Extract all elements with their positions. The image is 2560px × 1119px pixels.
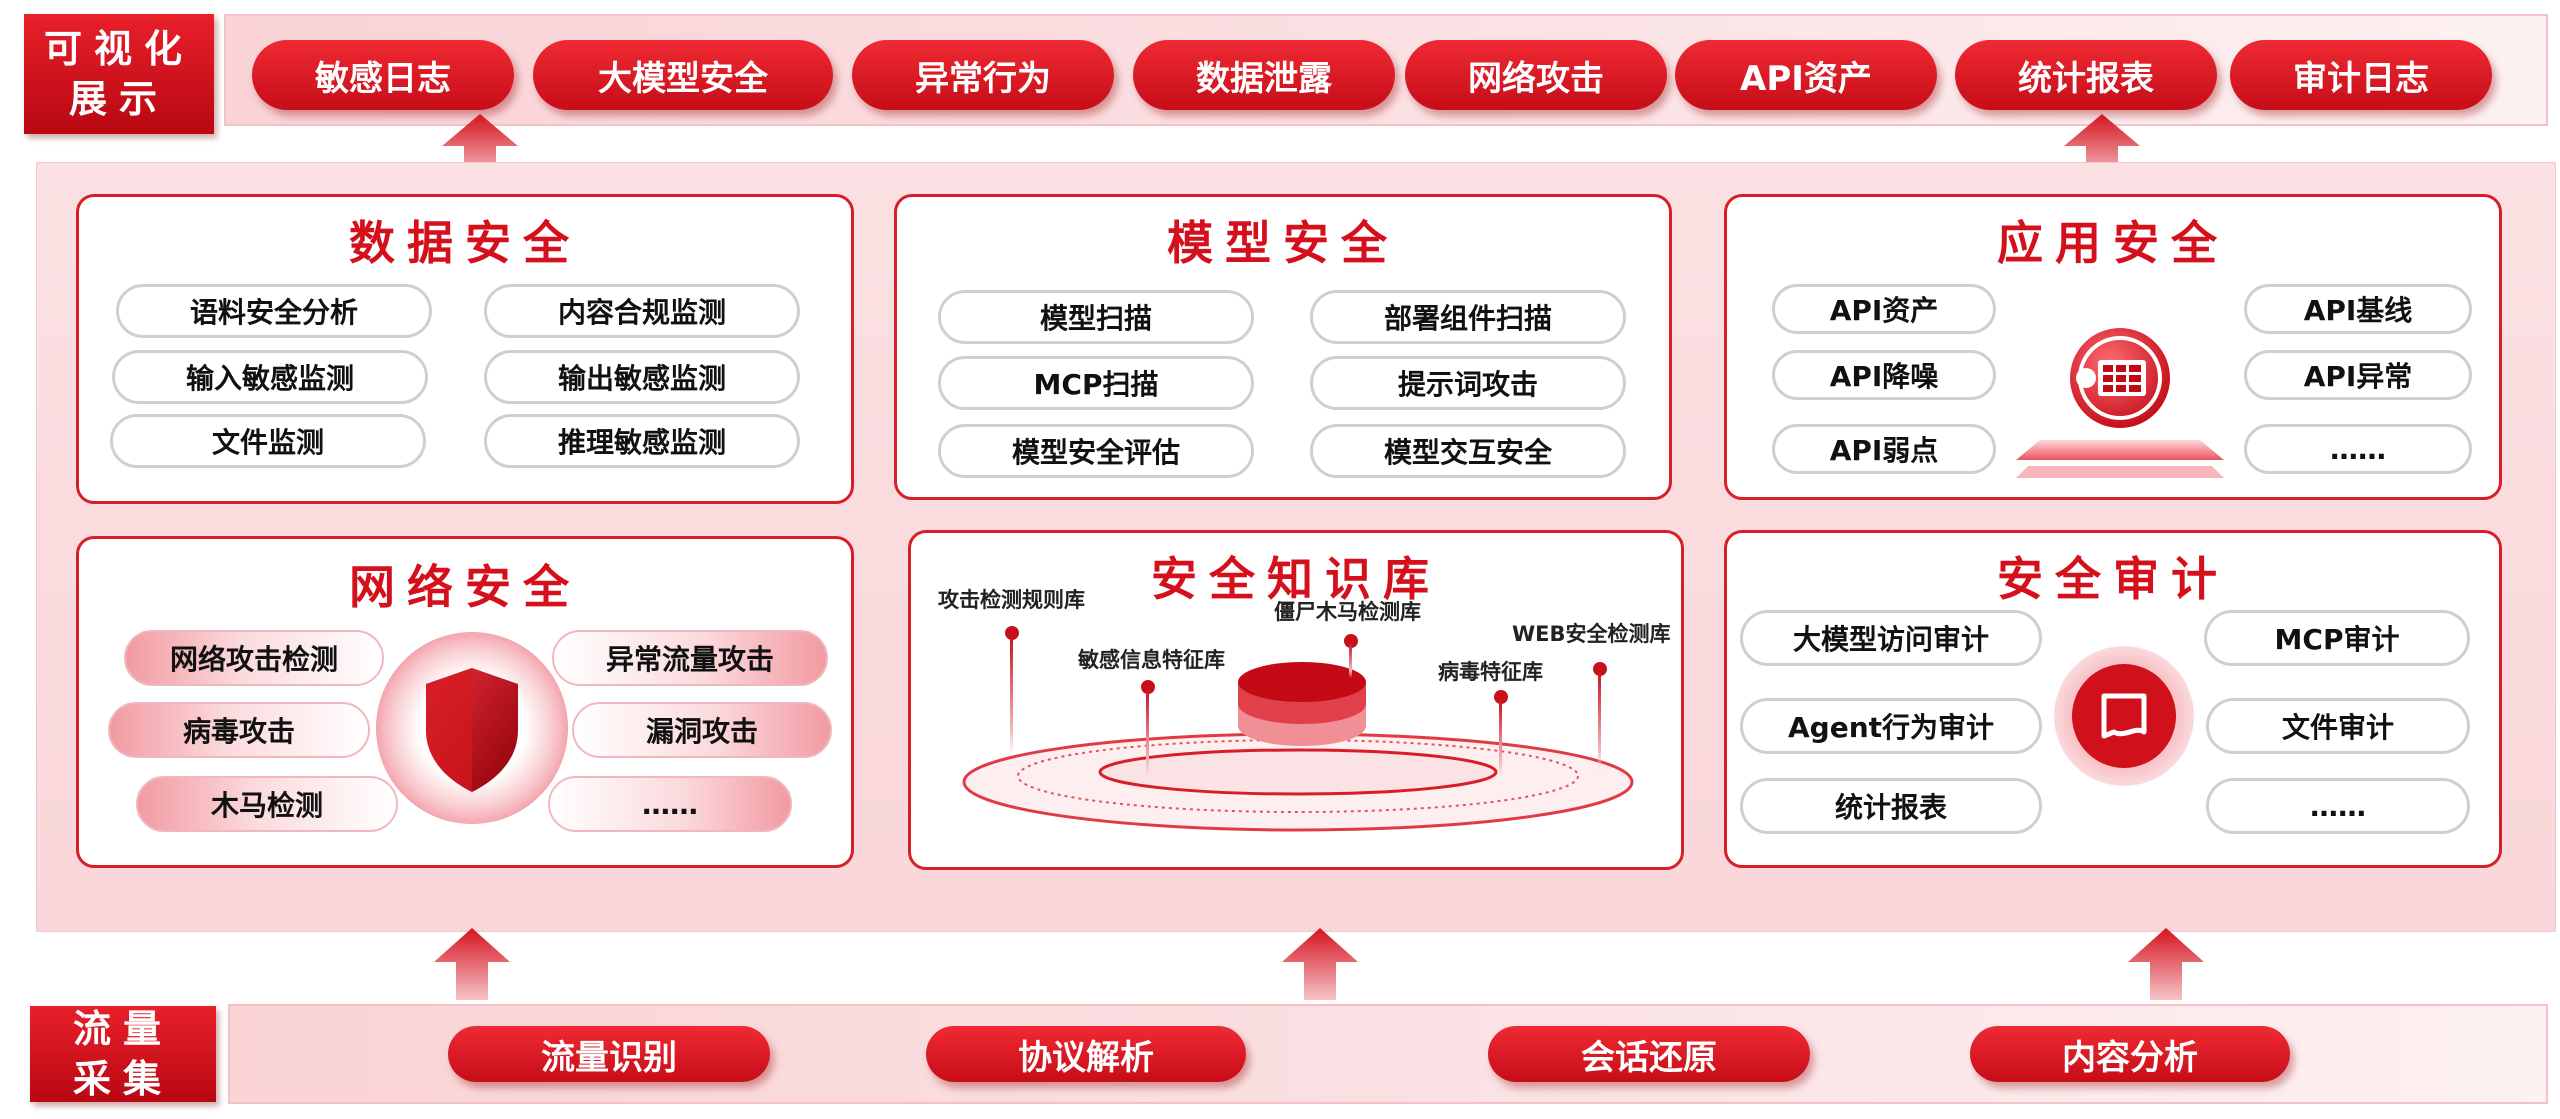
- api-server-icon: [2016, 328, 2224, 478]
- model-security-item[interactable]: MCP扫描: [938, 356, 1254, 410]
- up-arrow-icon: [2128, 928, 2204, 1000]
- app-security-item[interactable]: ……: [2244, 424, 2472, 474]
- audit-item[interactable]: 文件审计: [2206, 698, 2470, 754]
- visual-item-data-leak[interactable]: 数据泄露: [1133, 40, 1395, 110]
- audit-item[interactable]: MCP审计: [2204, 610, 2470, 666]
- kb-pin-line: [1010, 634, 1013, 754]
- audit-document-icon: [2054, 646, 2194, 786]
- collect-section-label: 流量 采集: [30, 1006, 216, 1102]
- app-security-item[interactable]: API基线: [2244, 284, 2472, 334]
- data-security-item[interactable]: 输入敏感监测: [112, 350, 428, 404]
- audit-item[interactable]: Agent行为审计: [1740, 698, 2042, 754]
- kb-lib-sensitive-info: 敏感信息特征库: [1078, 648, 1225, 672]
- collect-label-line2: 采集: [72, 1057, 173, 1101]
- visual-label-line2: 展示: [68, 77, 169, 121]
- kb-pin-dot: [1593, 662, 1607, 676]
- up-arrow-icon: [2064, 114, 2140, 180]
- collect-item-traffic-identify[interactable]: 流量识别: [448, 1026, 770, 1082]
- app-security-title: 应用安全: [1997, 216, 2229, 270]
- network-security-title: 网络安全: [349, 560, 581, 614]
- up-arrow-icon: [434, 928, 510, 1000]
- collect-label-line1: 流量: [72, 1007, 173, 1051]
- kb-pin-line: [1598, 670, 1601, 770]
- kb-pin-line: [1146, 688, 1149, 776]
- model-security-title: 模型安全: [1167, 216, 1399, 270]
- data-security-title: 数据安全: [349, 216, 581, 270]
- collect-item-protocol-parse[interactable]: 协议解析: [926, 1026, 1246, 1082]
- visual-section-label: 可视化 展示: [24, 14, 214, 134]
- data-security-item[interactable]: 语料安全分析: [116, 284, 432, 338]
- model-security-item[interactable]: 部署组件扫描: [1310, 290, 1626, 344]
- audit-item[interactable]: 大模型访问审计: [1740, 610, 2042, 666]
- app-security-item[interactable]: API降噪: [1772, 350, 1996, 400]
- visual-item-llm-security[interactable]: 大模型安全: [533, 40, 833, 110]
- visual-item-abnormal-behavior[interactable]: 异常行为: [852, 40, 1114, 110]
- kb-lib-zombie-trojan: 僵尸木马检测库: [1274, 600, 1421, 624]
- visual-label-line1: 可视化: [43, 27, 194, 71]
- data-security-item[interactable]: 输出敏感监测: [484, 350, 800, 404]
- kb-lib-web-security: WEB安全检测库: [1512, 622, 1671, 646]
- network-security-item[interactable]: 异常流量攻击: [552, 630, 828, 686]
- network-security-item[interactable]: 网络攻击检测: [124, 630, 384, 686]
- audit-title: 安全审计: [1997, 552, 2229, 606]
- model-security-item[interactable]: 提示词攻击: [1310, 356, 1626, 410]
- database-stack-icon: [1238, 662, 1366, 746]
- data-security-item[interactable]: 文件监测: [110, 414, 426, 468]
- visual-item-api-asset[interactable]: API资产: [1675, 40, 1937, 110]
- app-security-item[interactable]: API弱点: [1772, 424, 1996, 474]
- kb-pin-dot: [1005, 626, 1019, 640]
- kb-lib-virus: 病毒特征库: [1438, 660, 1543, 684]
- kb-pin-dot: [1141, 680, 1155, 694]
- audit-item[interactable]: 统计报表: [1740, 778, 2042, 834]
- visual-item-statistics[interactable]: 统计报表: [1955, 40, 2217, 110]
- kb-lib-attack-rules: 攻击检测规则库: [938, 588, 1085, 612]
- network-security-item[interactable]: 木马检测: [136, 776, 398, 832]
- kb-pin-line: [1499, 698, 1502, 776]
- shield-icon: [376, 632, 568, 824]
- network-security-item[interactable]: 病毒攻击: [108, 702, 370, 758]
- data-security-item[interactable]: 推理敏感监测: [484, 414, 800, 468]
- app-security-item[interactable]: API资产: [1772, 284, 1996, 334]
- model-security-item[interactable]: 模型安全评估: [938, 424, 1254, 478]
- visual-item-network-attack[interactable]: 网络攻击: [1405, 40, 1667, 110]
- kb-pin-line: [1349, 642, 1352, 678]
- app-security-item[interactable]: API异常: [2244, 350, 2472, 400]
- up-arrow-icon: [1282, 928, 1358, 1000]
- network-security-item[interactable]: 漏洞攻击: [572, 702, 832, 758]
- model-security-item[interactable]: 模型交互安全: [1310, 424, 1626, 478]
- visual-item-audit-log[interactable]: 审计日志: [2230, 40, 2492, 110]
- collect-item-content-analysis[interactable]: 内容分析: [1970, 1026, 2290, 1082]
- audit-item[interactable]: ……: [2206, 778, 2470, 834]
- data-security-item[interactable]: 内容合规监测: [484, 284, 800, 338]
- up-arrow-icon: [442, 114, 518, 180]
- knowledge-base-title: 安全知识库: [1151, 552, 1441, 606]
- kb-pin-dot: [1344, 634, 1358, 648]
- visual-item-sensitive-log[interactable]: 敏感日志: [252, 40, 514, 110]
- collect-item-session-restore[interactable]: 会话还原: [1488, 1026, 1810, 1082]
- kb-pin-dot: [1494, 690, 1508, 704]
- model-security-item[interactable]: 模型扫描: [938, 290, 1254, 344]
- network-security-item[interactable]: ……: [548, 776, 792, 832]
